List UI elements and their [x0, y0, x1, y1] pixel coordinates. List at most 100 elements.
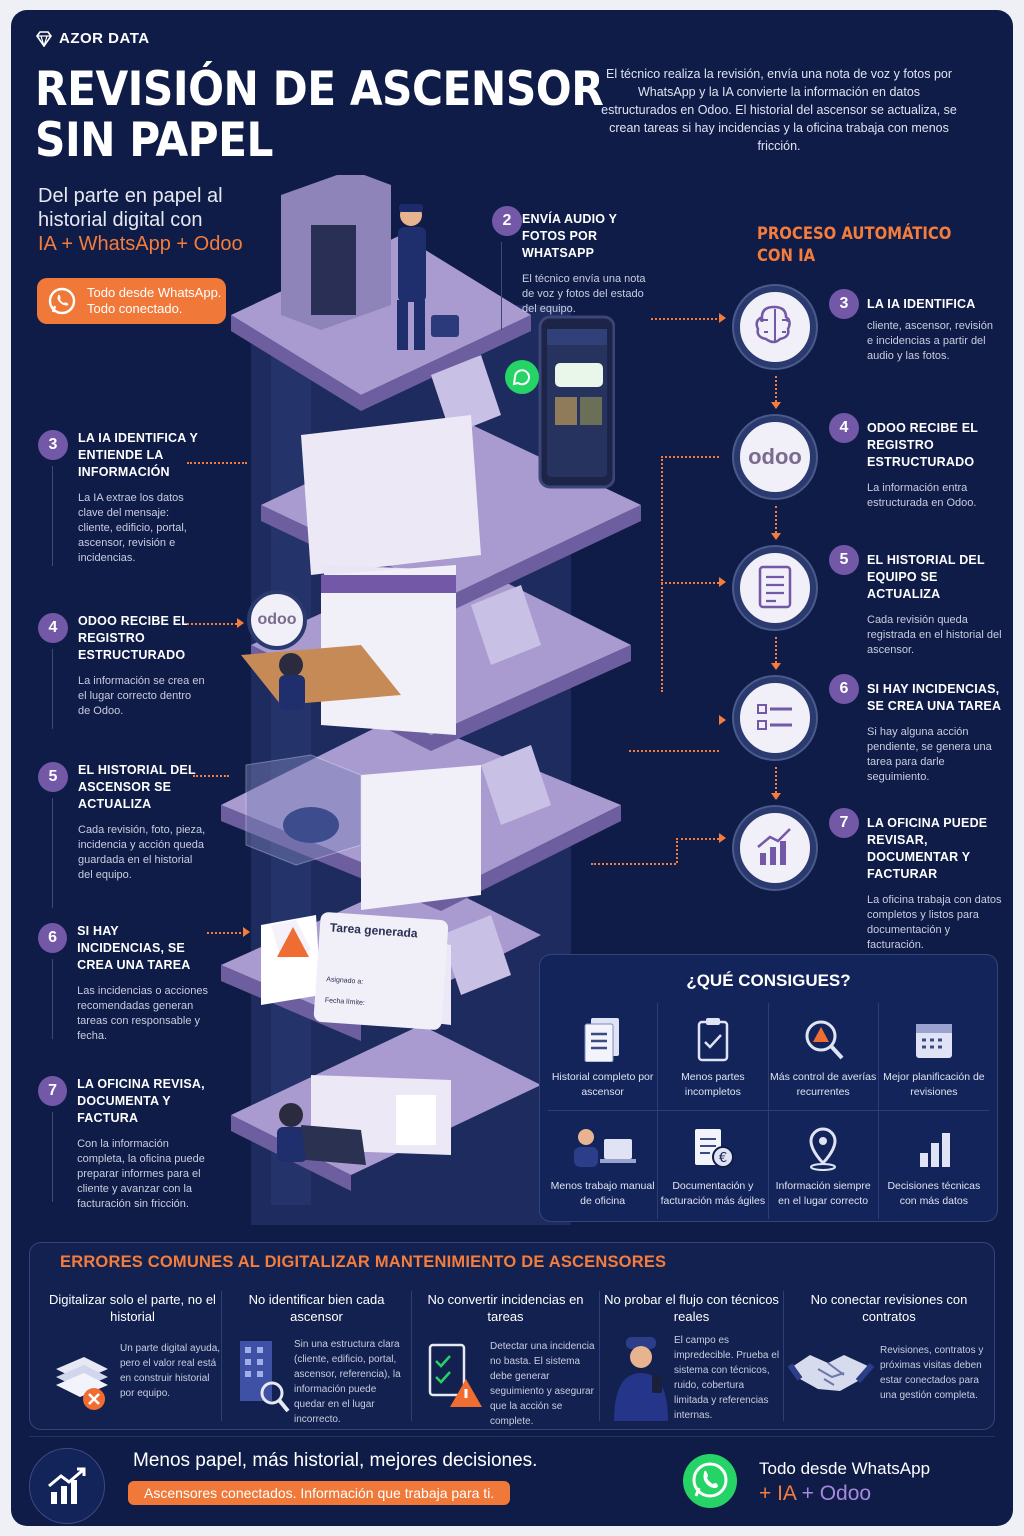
step-2-text: El técnico envía una nota de voz y fotos…	[522, 273, 646, 315]
step-2-line	[501, 242, 502, 330]
step-2-number: 2	[492, 206, 522, 236]
error-title: No identificar bien cada ascensor	[248, 1292, 385, 1324]
left-step-6: 6 SI HAY INCIDENCIAS, SE CREA UNA TAREA …	[38, 923, 208, 1044]
errors-title: ERRORES COMUNES AL DIGITALIZAR MANTENIMI…	[60, 1253, 667, 1271]
whatsapp-icon	[683, 1454, 737, 1508]
task-circle	[734, 677, 816, 759]
error-text: Sin una estructura clara (cliente, edifi…	[294, 1339, 401, 1425]
arrow-down-icon	[771, 663, 781, 670]
clipboard-warning-icon	[428, 1343, 482, 1407]
left-step-3-text: La IA extrae los datos clave del mensaje…	[78, 492, 187, 564]
arrow-right-icon	[719, 577, 726, 587]
result-item: Información siempre en el lugar correcto	[769, 1111, 879, 1219]
brand-name: AZOR DATA	[59, 30, 150, 47]
result-label: Menos trabajo manual de oficina	[550, 1180, 655, 1207]
arrow-right-icon	[719, 715, 726, 725]
left-step-4: 4 ODOO RECIBE EL REGISTRO ESTRUCTURADO L…	[38, 613, 208, 729]
result-label: Información siempre en el lugar correcto	[775, 1180, 871, 1207]
arrow-right-icon	[719, 313, 726, 323]
right-step-5: EL HISTORIAL DEL EQUIPO SE ACTUALIZA Cad…	[867, 552, 1007, 658]
infographic: AZOR DATA REVISIÓN DE ASCENSOR SIN PAPEL…	[11, 10, 1013, 1526]
building-search-icon	[240, 1341, 290, 1413]
left-step-6-text: Las incidencias o acciones recomendadas …	[77, 985, 208, 1042]
result-item: Historial completo por ascensor	[548, 1003, 659, 1111]
result-label: Decisiones técnicas con más datos	[887, 1180, 981, 1207]
clipboard-check-icon	[697, 1018, 729, 1062]
history-circle	[734, 547, 816, 629]
title-line-2: SIN PAPEL	[35, 113, 273, 168]
footer-wa-odoo: + Odoo	[801, 1482, 872, 1505]
result-label: Más control de averías recurrentes	[770, 1071, 877, 1098]
pill-line-1: Todo desde WhatsApp.	[87, 285, 222, 300]
result-item: Menos trabajo manual de oficina	[548, 1111, 659, 1219]
footer-whatsapp-text: Todo desde WhatsApp + IA + Odoo	[759, 1456, 930, 1506]
subtitle-line-1: Del parte en papel al	[38, 185, 223, 207]
left-step-5-title: EL HISTORIAL DEL ASCENSOR SE ACTUALIZA	[78, 763, 196, 811]
invoice-euro-icon: €	[694, 1129, 734, 1168]
arrow-down-icon	[771, 793, 781, 800]
left-step-4-title: ODOO RECIBE EL REGISTRO ESTRUCTURADO	[78, 614, 189, 662]
task-card-due-date: Fecha límite:	[324, 997, 366, 1007]
office-circle	[734, 807, 816, 889]
errors-panel: ERRORES COMUNES AL DIGITALIZAR MANTENIMI…	[29, 1242, 995, 1430]
trend-up-icon	[29, 1448, 105, 1524]
connector	[775, 506, 777, 533]
left-step-5-number: 5	[38, 762, 68, 792]
right-step-4: ODOO RECIBE EL REGISTRO ESTRUCTURADO La …	[867, 420, 999, 511]
right-step-3-text: cliente, ascensor, revisión e incidencia…	[867, 320, 993, 362]
connector	[629, 750, 719, 752]
left-step-7-text: Con la información completa, la oficina …	[77, 1138, 205, 1210]
left-step-6-number: 6	[38, 923, 68, 953]
right-step-7-text: La oficina trabaja con datos completos y…	[867, 894, 1002, 951]
process-title-line-1: PROCESO AUTOMÁTICO	[757, 224, 952, 243]
subtitle-line-3: IA + WhatsApp + Odoo	[38, 233, 243, 255]
whatsapp-icon	[48, 287, 76, 315]
result-label: Historial completo por ascensor	[551, 1071, 654, 1098]
divider	[29, 1436, 995, 1437]
arrow-right-icon	[243, 927, 250, 937]
connector	[661, 456, 719, 458]
error-title: No convertir incidencias en tareas	[427, 1292, 584, 1324]
results-panel: ¿QUÉ CONSIGUES? Historial completo por a…	[539, 954, 998, 1222]
left-step-5-text: Cada revisión, foto, pieza, incidencia y…	[78, 824, 206, 881]
left-step-5: 5 EL HISTORIAL DEL ASCENSOR SE ACTUALIZA…	[38, 762, 208, 908]
connector	[676, 838, 719, 840]
right-step-3-number: 3	[829, 289, 859, 319]
left-step-3-number: 3	[38, 430, 68, 460]
error-item: No conectar revisiones con contratos Rev…	[784, 1291, 994, 1421]
document-list-icon	[584, 1018, 619, 1062]
error-text: Un parte digital ayuda, pero el valor re…	[120, 1343, 221, 1399]
connector	[661, 456, 663, 692]
results-title: ¿QUÉ CONSIGUES?	[686, 971, 851, 990]
connector	[207, 932, 245, 934]
left-step-4-text: La información se crea en el lugar corre…	[78, 675, 205, 717]
left-step-7-number: 7	[38, 1076, 68, 1106]
odoo-logo: odoo	[247, 590, 307, 650]
left-step-3-title: LA IA IDENTIFICA Y ENTIENDE LA INFORMACI…	[78, 431, 198, 479]
footer-tagline-badge: Ascensores conectados. Información que t…	[128, 1481, 511, 1505]
connector	[775, 637, 777, 663]
connector	[775, 767, 777, 793]
error-title: Digitalizar solo el parte, no el histori…	[49, 1292, 216, 1324]
process-title-line-2: CON IA	[757, 246, 816, 265]
connector	[775, 376, 777, 402]
error-title: No probar el flujo con técnicos reales	[604, 1292, 779, 1324]
right-step-6-text: Si hay alguna acción pendiente, se gener…	[867, 726, 992, 783]
results-grid: Historial completo por ascensor Menos pa…	[548, 1003, 989, 1219]
error-item: No identificar bien cada ascensor Sin un…	[222, 1291, 412, 1425]
result-item: € Documentación y facturación más ágiles	[658, 1111, 769, 1219]
result-item: Decisiones técnicas con más datos	[879, 1111, 989, 1219]
left-step-7: 7 LA OFICINA REVISA, DOCUMENTA Y FACTURA…	[38, 1076, 208, 1212]
result-item: Mejor planificación de revisiones	[878, 1003, 989, 1111]
result-label: Documentación y facturación más ágiles	[660, 1180, 766, 1207]
intro-text: El técnico realiza la revisión, envía un…	[601, 67, 957, 153]
divider	[52, 1112, 53, 1202]
ai-brain-icon	[755, 305, 791, 344]
divider	[52, 649, 53, 729]
error-item: No probar el flujo con técnicos reales E…	[600, 1291, 784, 1421]
growth-chart-icon	[757, 828, 791, 865]
right-step-4-title: ODOO RECIBE EL REGISTRO ESTRUCTURADO	[867, 421, 978, 469]
calendar-icon	[915, 1024, 952, 1058]
right-step-6-number: 6	[829, 674, 859, 704]
footer-tagline: Menos papel, más historial, mejores deci…	[133, 1450, 538, 1471]
